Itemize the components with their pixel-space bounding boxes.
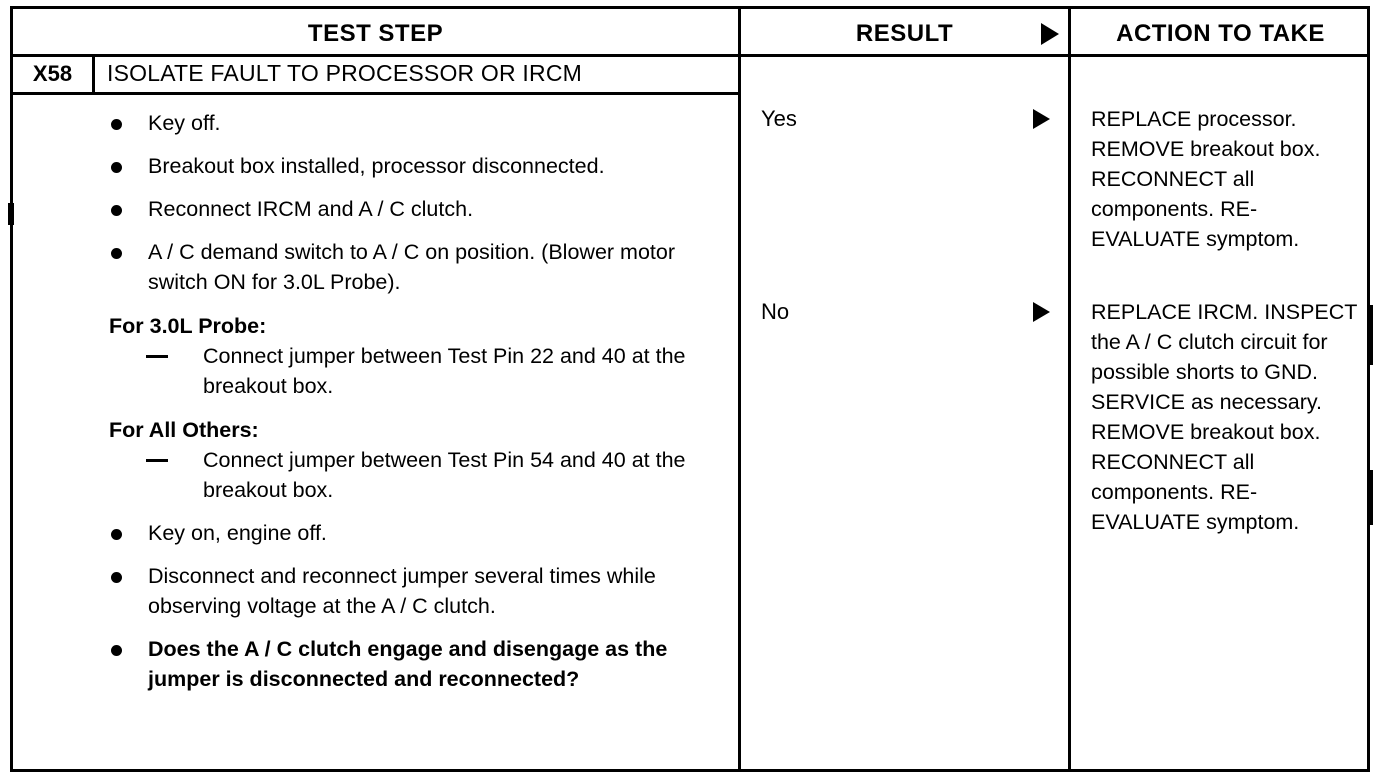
scan-artifact [1368, 305, 1373, 365]
list-item: A / C demand switch to A / C on position… [13, 237, 738, 297]
diagnostic-table: TEST STEP RESULT ACTION TO TAKE X58 ISOL… [10, 6, 1370, 772]
list-item-label: Connect jumper between Test Pin 54 and 4… [203, 448, 686, 502]
list-item-label: Connect jumper between Test Pin 22 and 4… [203, 344, 686, 398]
action-column-divider [1068, 9, 1071, 769]
list-item-question: Does the A / C clutch engage and disenga… [13, 634, 738, 694]
step-code-divider [92, 54, 95, 92]
right-triangle-arrow-icon [1033, 302, 1050, 322]
list-item-label: Key off. [148, 111, 221, 135]
list-item: Connect jumper between Test Pin 22 and 4… [13, 341, 738, 401]
header-action-to-take: ACTION TO TAKE [1116, 20, 1325, 47]
section-heading-all-others: For All Others: [109, 418, 259, 442]
result-label: No [761, 299, 790, 324]
list-item-label: Does the A / C clutch engage and disenga… [148, 637, 668, 691]
list-item: Disconnect and reconnect jumper several … [13, 561, 738, 621]
action-column: REPLACE processor. REMOVE breakout box. … [1071, 95, 1371, 769]
step-code: X58 [32, 61, 73, 86]
test-step-list: Key off. Breakout box installed, process… [13, 95, 738, 769]
section-heading-probe: For 3.0L Probe: [109, 314, 267, 338]
scan-artifact [1368, 470, 1373, 525]
right-triangle-arrow-icon [1033, 109, 1050, 129]
list-item: Reconnect IRCM and A / C clutch. [13, 194, 738, 224]
list-item: Key on, engine off. [13, 518, 738, 548]
list-item: Breakout box installed, processor discon… [13, 151, 738, 181]
list-item-label: Disconnect and reconnect jumper several … [148, 564, 656, 618]
bullet-icon [111, 119, 122, 130]
action-for-no: REPLACE IRCM. INSPECT the A / C clutch c… [1091, 300, 1358, 534]
list-item-label: A / C demand switch to A / C on position… [148, 240, 675, 294]
list-item-label: Key on, engine off. [148, 521, 327, 545]
bullet-icon [111, 205, 122, 216]
step-title: ISOLATE FAULT TO PROCESSOR OR IRCM [107, 60, 582, 86]
bullet-icon [111, 162, 122, 173]
bullet-icon [111, 572, 122, 583]
list-item: Key off. [13, 108, 738, 138]
header-result: RESULT [855, 20, 954, 47]
result-no: No [761, 297, 1060, 327]
step-title-row-divider [13, 92, 738, 95]
dash-icon [146, 355, 168, 358]
result-column-divider [738, 9, 741, 769]
result-label: Yes [761, 106, 797, 131]
dash-icon [146, 459, 168, 462]
bullet-icon [111, 248, 122, 259]
list-item-label: Breakout box installed, processor discon… [148, 154, 605, 178]
header-test-step: TEST STEP [307, 20, 444, 47]
result-yes: Yes [761, 104, 1060, 134]
bullet-icon [111, 645, 122, 656]
header-row-divider [13, 54, 1367, 57]
action-for-yes: REPLACE processor. REMOVE breakout box. … [1091, 107, 1321, 251]
result-column: Yes No [741, 95, 1068, 769]
bullet-icon [111, 529, 122, 540]
right-triangle-arrow-icon [1041, 23, 1059, 45]
list-item-label: Reconnect IRCM and A / C clutch. [148, 197, 474, 221]
scan-artifact [8, 203, 14, 225]
list-item: Connect jumper between Test Pin 54 and 4… [13, 445, 738, 505]
